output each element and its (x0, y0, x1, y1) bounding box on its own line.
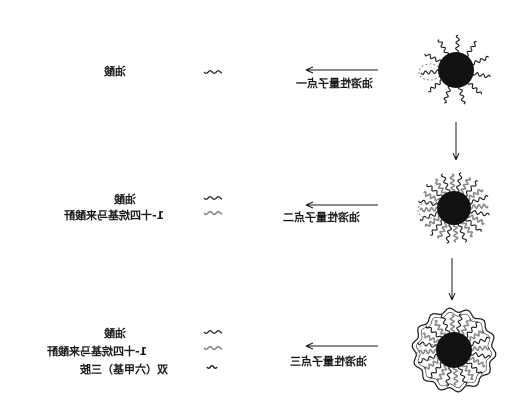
quantum-dot-3-oleic-ligand (465, 321, 479, 338)
quantum-dot-2-anhydride-ligand (434, 178, 447, 196)
quantum-dot-2-oleic-ligand (419, 211, 440, 222)
quantum-dot-2-anhydride-ligand (449, 173, 456, 193)
quantum-dot-3-oleic-ligand (445, 366, 452, 387)
quantum-dot-2-anhydride-ligand (423, 190, 441, 202)
quantum-dot-1-oleic-ligand (457, 86, 466, 105)
quantum-dot-3-anhydride-ligand (436, 364, 448, 382)
arrow-step-3-head (305, 342, 314, 350)
quantum-dot-1-oleic-ligand (428, 79, 443, 93)
quantum-dot-2-core (437, 191, 471, 225)
quantum-dot-3-anhydride-ligand (467, 330, 485, 343)
quantum-dot-3-core (436, 332, 472, 368)
arrow-step-2-head (305, 201, 314, 209)
quantum-dot-2-oleic-ligand (464, 180, 478, 197)
quantum-dot-2-oleic-ligand (440, 173, 451, 194)
quantum-dot-1-oleic-ligand (472, 72, 491, 79)
quantum-dot-2-anhydride-ligand (436, 221, 448, 239)
quantum-dot-3-oleic-ligand (417, 341, 438, 348)
quantum-dot-1-oleic-ligand (443, 85, 451, 104)
quantum-dot-3-oleic-ligand (457, 365, 468, 386)
quantum-dot-2-anhydride-ligand (424, 215, 442, 228)
quantum-dot-3-oleic-ligand (469, 336, 490, 347)
quantum-dot-2-oleic-ligand (468, 194, 489, 205)
quantum-dot-2-oleic-ligand (457, 222, 468, 243)
quantum-dot-3-anhydride-ligand (434, 319, 447, 337)
quantum-dot-2-oleic-ligand (430, 219, 444, 236)
quantum-dot-3-anhydride-ligand (418, 348, 438, 355)
quantum-dot-1-core (438, 52, 474, 88)
quantum-dot-3-oleic-ligand (466, 361, 483, 375)
arrow-step-1-head (305, 66, 314, 74)
quantum-dot-2-anhydride-ligand (467, 214, 485, 226)
quantum-dot-2-anhydride-ligand (469, 203, 489, 210)
quantum-dot-1-oleic-ligand (455, 34, 460, 54)
quantum-dot-3-oleic-ligand (418, 353, 439, 364)
quantum-dot-3-anhydride-ligand (470, 345, 490, 352)
quantum-dot-3-triamine-shell-inner (416, 311, 492, 389)
quantum-dot-3-anhydride-ligand (460, 318, 472, 336)
quantum-dot-2-anhydride-ligand (460, 177, 472, 195)
quantum-dot-2-anhydride-ligand (461, 220, 474, 238)
quantum-dot-1-oleic-ligand (424, 53, 442, 63)
legend-symbol-oleic-acid-1 (203, 70, 223, 74)
arrow-down-1-head (452, 152, 460, 161)
quantum-dot-2-anhydride-ligand (419, 206, 439, 213)
quantum-dot-3-oleic-ligand (429, 362, 443, 379)
quantum-dot-3-anhydride-ligand (423, 357, 441, 370)
legend-symbol-anhydride-3 (203, 345, 223, 351)
quantum-dot-3-anhydride-ligand (449, 314, 456, 334)
quantum-dot-2-oleic-ligand (469, 210, 490, 217)
quantum-dot-1-oleic-ligand (465, 41, 477, 57)
quantum-dot-1-oleic-ligand (437, 39, 449, 56)
quantum-dot-2-anhydride-ligand (452, 223, 459, 243)
quantum-dot-3-anhydride-ligand (468, 356, 486, 368)
quantum-dot-3-anhydride-ligand (422, 332, 440, 344)
quantum-dot-2-oleic-ligand (456, 172, 463, 193)
quantum-dot-2-oleic-ligand (418, 199, 439, 206)
quantum-dot-3-oleic-ligand (425, 325, 442, 339)
quantum-dot-2-oleic-ligand (426, 184, 443, 198)
quantum-dot-3-oleic-ligand (440, 314, 451, 335)
quantum-dot-3-oleic-ligand (456, 313, 463, 334)
quantum-dot-3-oleic-ligand (470, 352, 491, 359)
legend-symbol-oleic-acid-3 (203, 330, 223, 334)
quantum-dot-2-oleic-ligand (465, 218, 482, 232)
quantum-dot-2-anhydride-ligand (466, 188, 484, 201)
legend-symbol-oleic-acid-2 (203, 196, 223, 200)
legend-symbol-anhydride-2 (203, 210, 223, 216)
quantum-dot-3-anhydride-ligand (461, 363, 474, 381)
quantum-dot-3-anhydride-ligand (452, 366, 459, 386)
arrow-down-2-head (448, 292, 456, 301)
quantum-dot-1-oleic-ligand (467, 81, 482, 95)
quantum-dot-2-oleic-ligand (445, 223, 452, 244)
quantum-dot-1-oleic-ligand (420, 69, 440, 75)
quantum-dot-3-triamine-shell (411, 307, 497, 393)
legend-symbol-triamine-3 (206, 364, 218, 370)
quantum-dot-3-dotted-loop (416, 343, 440, 361)
quantum-dot-1-oleic-ligand (471, 55, 489, 66)
